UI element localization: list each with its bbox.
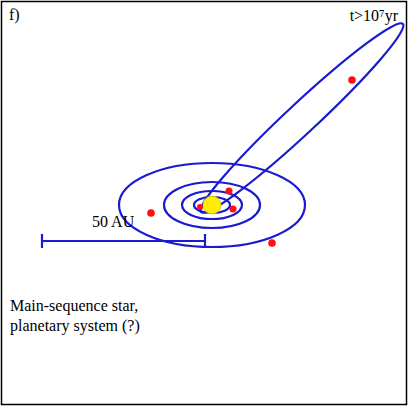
star bbox=[203, 196, 221, 214]
time-label: t>10⁷yr bbox=[350, 6, 398, 26]
planet bbox=[348, 76, 356, 84]
inner-orbit bbox=[194, 197, 230, 213]
scale-label: 50 AU bbox=[92, 212, 134, 232]
scale-bar bbox=[42, 234, 205, 248]
planet bbox=[268, 239, 276, 247]
outer-orbit bbox=[119, 163, 305, 247]
caption-text: Main-sequence star, planetary system (?) bbox=[10, 296, 200, 336]
scale-bar-tick bbox=[204, 234, 206, 248]
scale-bar-line bbox=[42, 240, 205, 242]
planet bbox=[147, 209, 155, 217]
planet bbox=[226, 188, 233, 195]
planet bbox=[197, 204, 203, 210]
planets bbox=[147, 76, 356, 247]
planet bbox=[230, 206, 237, 213]
eccentric-orbit bbox=[191, 13, 408, 223]
panel-letter: f) bbox=[9, 5, 20, 25]
scale-bar-tick bbox=[41, 234, 43, 248]
orbits bbox=[119, 13, 408, 247]
